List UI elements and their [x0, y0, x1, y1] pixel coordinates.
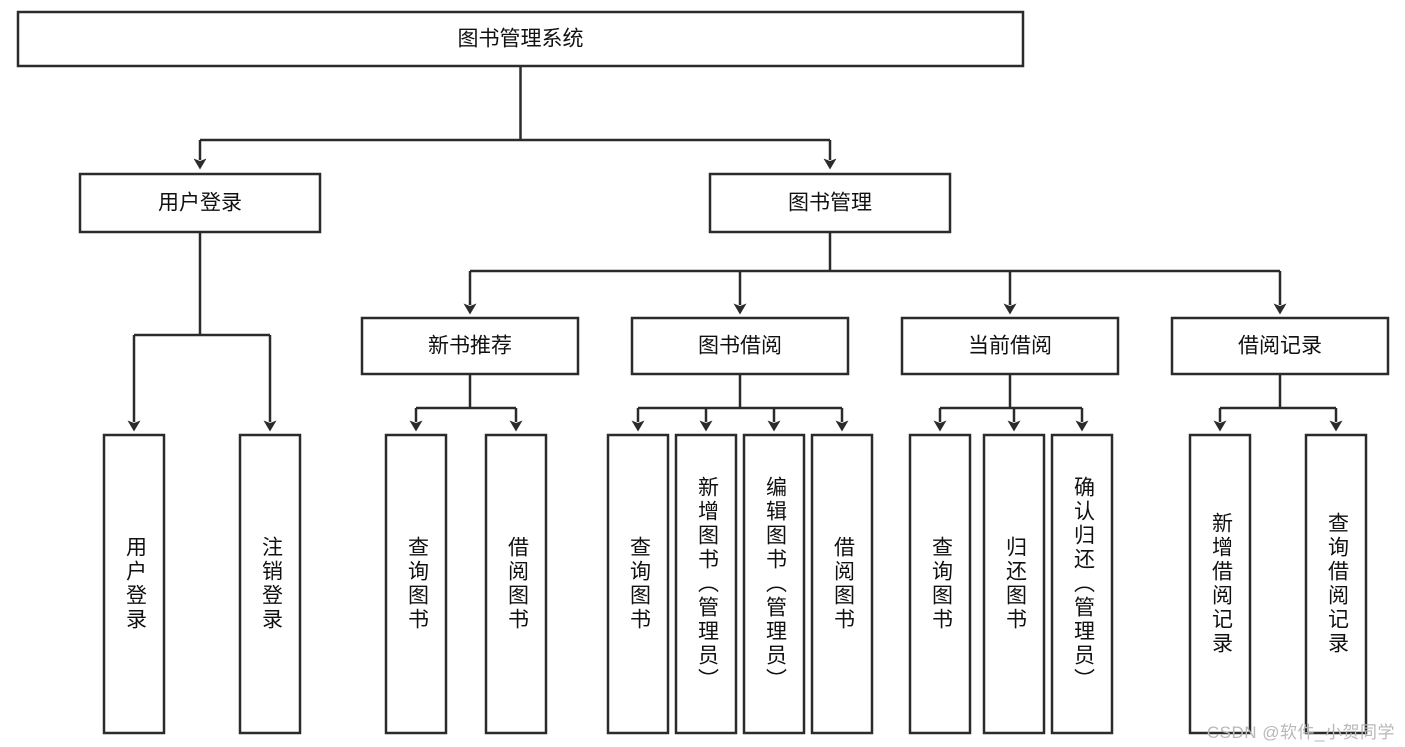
node-borrow-record[interactable]: 借阅记录: [1170, 316, 1390, 376]
node-leaf-query-book-borrow-box[interactable]: [606, 433, 670, 735]
node-user-login-label: 用户登录: [158, 192, 242, 215]
node-user-login-box[interactable]: [78, 172, 322, 234]
node-leaf-confirm-return-label: 确认归还（管理员）: [1072, 476, 1096, 692]
node-leaf-user-login-label: 用户登录: [124, 536, 148, 632]
connector-layer: [127, 66, 1343, 432]
node-leaf-borrow-book-box[interactable]: [810, 433, 874, 735]
node-leaf-confirm-return[interactable]: 确认归还（管理员）: [1050, 433, 1114, 735]
node-leaf-query-record-label: 查询借阅记录: [1326, 512, 1350, 656]
node-new-book-recommend-label: 新书推荐: [428, 335, 512, 358]
node-leaf-query-record[interactable]: 查询借阅记录: [1304, 433, 1368, 735]
node-borrow-record-label: 借阅记录: [1238, 335, 1322, 358]
node-leaf-add-record[interactable]: 新增借阅记录: [1188, 433, 1252, 735]
node-leaf-logout[interactable]: 注销登录: [238, 433, 302, 735]
node-leaf-query-book-borrow[interactable]: 查询图书: [606, 433, 670, 735]
node-leaf-query-book-rec-box[interactable]: [384, 433, 448, 735]
node-leaf-borrow-book-rec[interactable]: 借阅图书: [484, 433, 548, 735]
node-root-box[interactable]: [16, 10, 1025, 68]
node-book-management-label: 图书管理: [788, 192, 872, 215]
node-root[interactable]: 图书管理系统: [16, 10, 1025, 68]
node-leaf-edit-book-box[interactable]: [742, 433, 806, 735]
node-current-borrow-label: 当前借阅: [968, 335, 1052, 358]
node-leaf-query-book-cur-box[interactable]: [908, 433, 972, 735]
node-book-borrow-box[interactable]: [630, 316, 850, 376]
node-book-borrow[interactable]: 图书借阅: [630, 316, 850, 376]
node-new-book-recommend-box[interactable]: [360, 316, 580, 376]
node-leaf-query-book-cur[interactable]: 查询图书: [908, 433, 972, 735]
node-leaf-logout-box[interactable]: [238, 433, 302, 735]
node-leaf-logout-label: 注销登录: [260, 536, 284, 632]
node-leaf-query-book-rec[interactable]: 查询图书: [384, 433, 448, 735]
node-leaf-return-book-label: 归还图书: [1004, 536, 1028, 632]
node-leaf-add-record-label: 新增借阅记录: [1210, 512, 1234, 656]
node-leaf-borrow-book-rec-label: 借阅图书: [506, 536, 530, 632]
node-leaf-borrow-book[interactable]: 借阅图书: [810, 433, 874, 735]
node-new-book-recommend[interactable]: 新书推荐: [360, 316, 580, 376]
node-leaf-query-book-borrow-label: 查询图书: [628, 536, 652, 632]
node-leaf-user-login[interactable]: 用户登录: [102, 433, 166, 735]
node-leaf-add-book-label: 新增图书（管理员）: [696, 476, 720, 692]
node-book-management[interactable]: 图书管理: [708, 172, 952, 234]
node-leaf-user-login-box[interactable]: [102, 433, 166, 735]
node-leaf-edit-book-label: 编辑图书（管理员）: [764, 476, 788, 692]
node-book-management-box[interactable]: [708, 172, 952, 234]
node-leaf-return-book-box[interactable]: [982, 433, 1046, 735]
node-leaf-query-record-box[interactable]: [1304, 433, 1368, 735]
node-user-login[interactable]: 用户登录: [78, 172, 322, 234]
node-leaf-borrow-book-rec-box[interactable]: [484, 433, 548, 735]
node-current-borrow[interactable]: 当前借阅: [900, 316, 1120, 376]
node-leaf-query-book-cur-label: 查询图书: [930, 536, 954, 632]
node-leaf-return-book[interactable]: 归还图书: [982, 433, 1046, 735]
node-leaf-add-record-box[interactable]: [1188, 433, 1252, 735]
node-root-label: 图书管理系统: [458, 28, 584, 51]
node-book-borrow-label: 图书借阅: [698, 335, 782, 358]
node-leaf-add-book-box[interactable]: [674, 433, 738, 735]
node-leaf-add-book[interactable]: 新增图书（管理员）: [674, 433, 738, 735]
node-borrow-record-box[interactable]: [1170, 316, 1390, 376]
node-leaf-confirm-return-box[interactable]: [1050, 433, 1114, 735]
node-leaf-borrow-book-label: 借阅图书: [832, 536, 856, 632]
node-leaf-edit-book[interactable]: 编辑图书（管理员）: [742, 433, 806, 735]
node-leaf-query-book-rec-label: 查询图书: [406, 536, 430, 632]
node-current-borrow-box[interactable]: [900, 316, 1120, 376]
